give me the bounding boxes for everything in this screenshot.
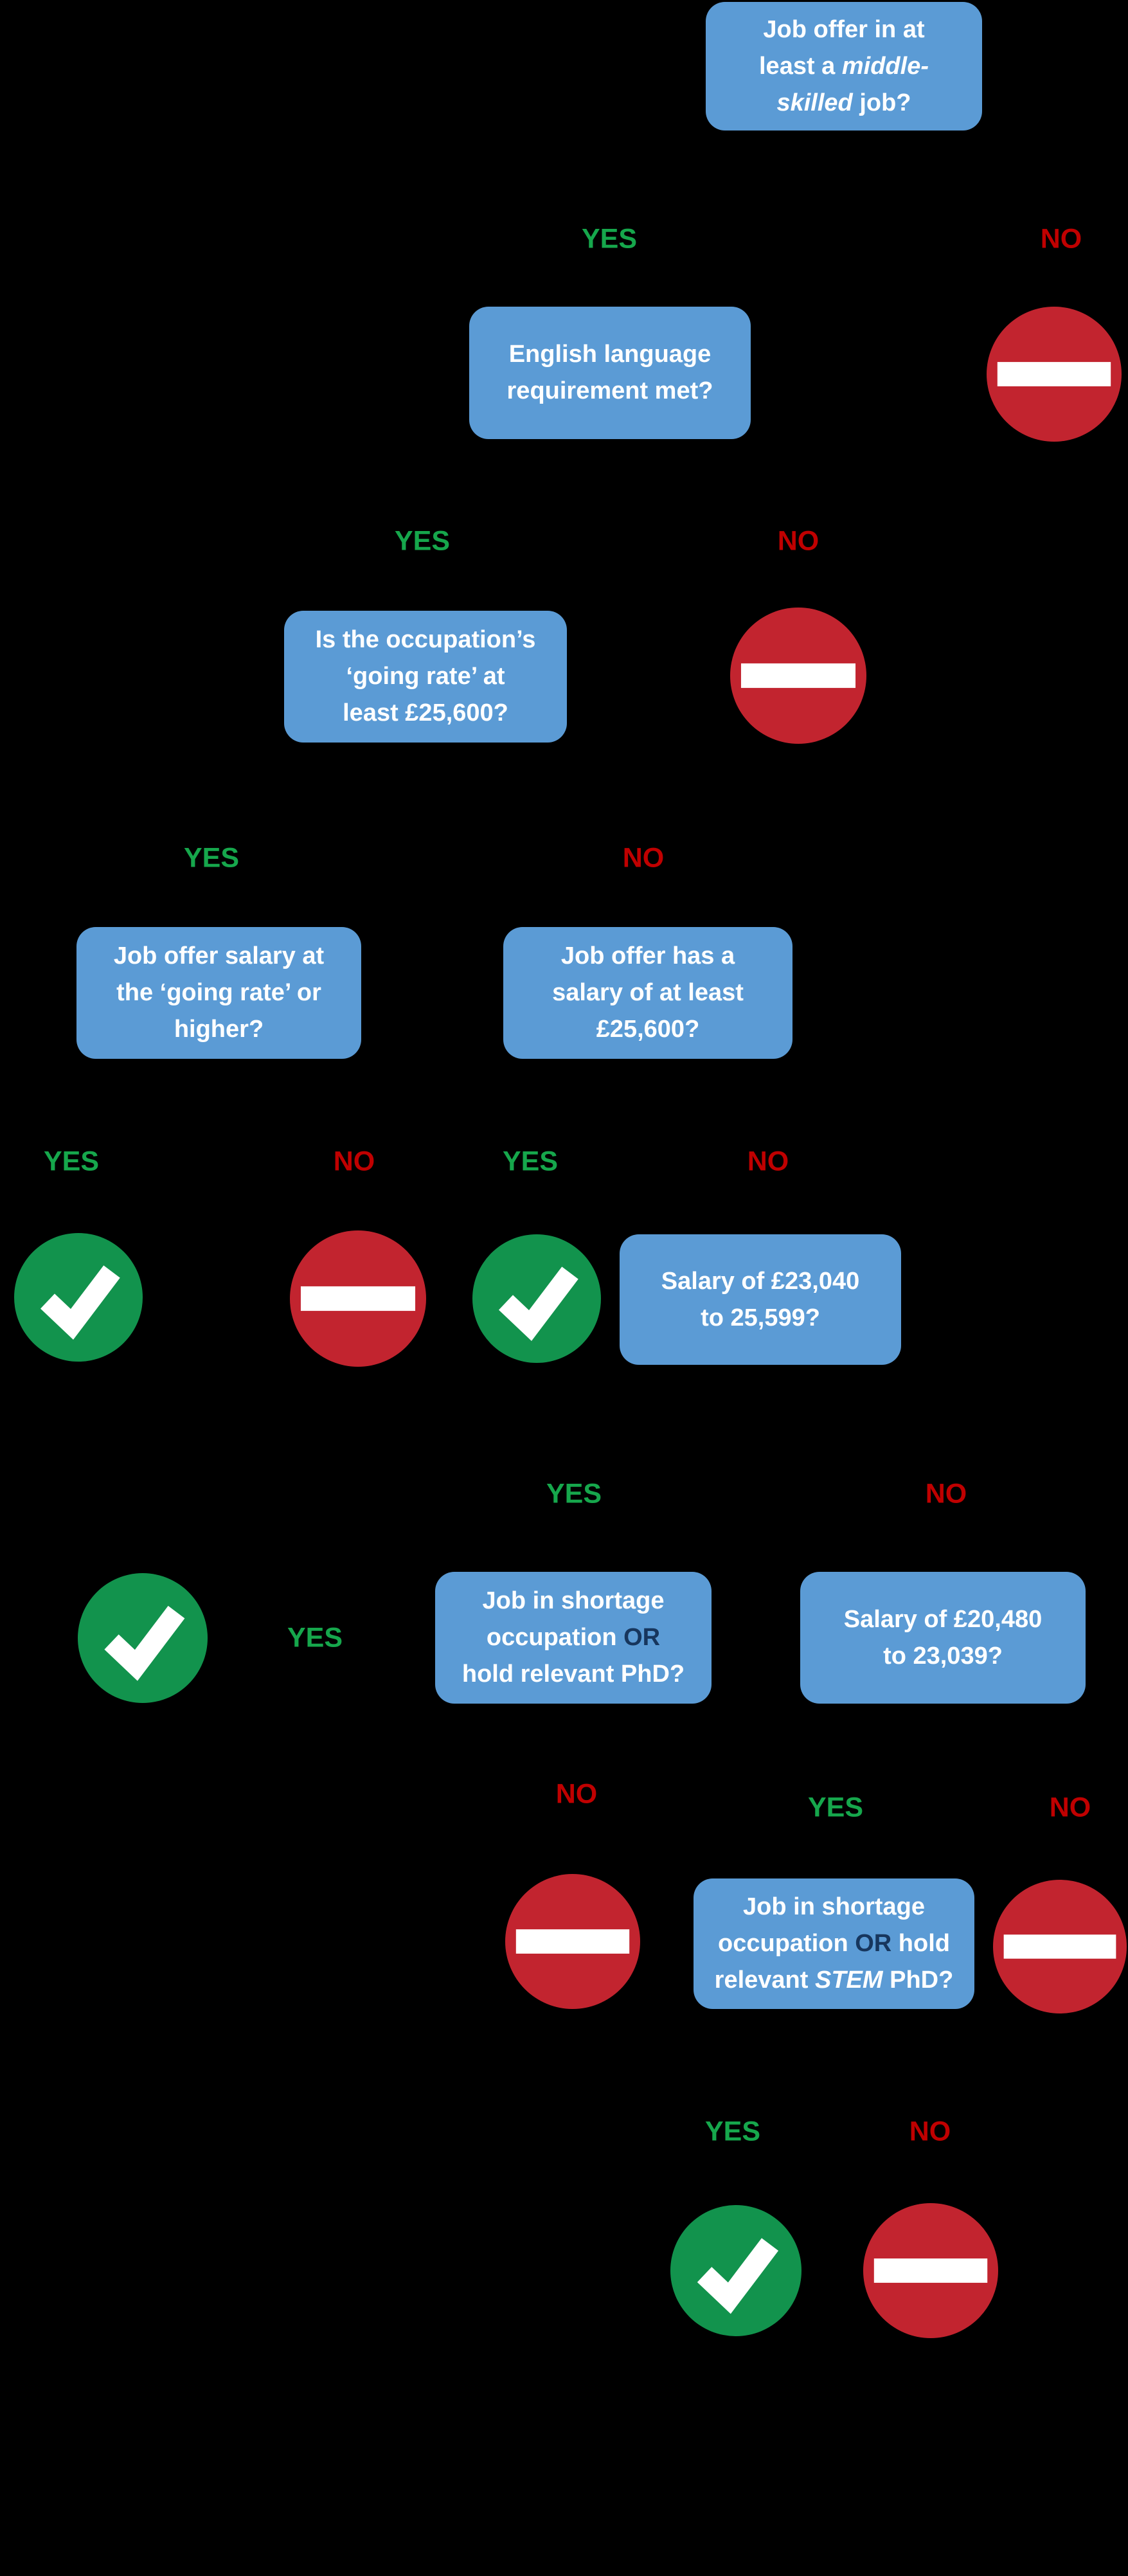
box-text: Salary of £23,040	[661, 1267, 860, 1295]
or-highlight: OR	[855, 1930, 892, 1957]
box-text: occupation OR	[486, 1624, 661, 1651]
no-label-shortage-phd: NO	[555, 1778, 598, 1810]
no-entry-icon	[993, 1880, 1127, 2013]
check-icon	[78, 1573, 208, 1703]
decision-box-salary-at-least-25600: Job offer has a salary of at least £25,6…	[503, 927, 792, 1059]
no-label-english: NO	[777, 525, 819, 557]
box-text: ‘going rate’ at	[346, 663, 505, 690]
decision-box-shortage-or-stem-phd: Job in shortage occupation OR hold relev…	[694, 1878, 974, 2009]
no-entry-icon	[987, 307, 1122, 442]
box-text: hold relevant PhD?	[461, 1661, 685, 1688]
box-text: Job offer salary at	[113, 942, 325, 969]
box-text: occupation OR hold	[718, 1930, 950, 1957]
check-icon	[472, 1234, 601, 1363]
box-text: relevant STEM PhD?	[714, 1967, 954, 1994]
box-text: the ‘going rate’ or	[116, 979, 321, 1006]
box-text: least a middle-	[759, 52, 929, 80]
decision-box-salary-at-going-rate: Job offer salary at the ‘going rate’ or …	[76, 927, 361, 1059]
yes-label-salary-20480: YES	[807, 1792, 864, 1823]
no-label-salary-25600: NO	[747, 1146, 789, 1177]
or-highlight: OR	[623, 1624, 661, 1651]
decision-box-middle-skilled-job: Job offer in at least a middle- skilled …	[706, 2, 982, 131]
box-text: £25,600?	[596, 1016, 700, 1043]
no-label-salary-going-rate: NO	[333, 1146, 375, 1177]
check-icon	[14, 1233, 143, 1362]
box-text: requirement met?	[506, 377, 713, 404]
box-text: Salary of £20,480	[843, 1605, 1043, 1633]
check-icon	[670, 2205, 801, 2336]
box-text: to 25,599?	[701, 1304, 820, 1331]
box-text: Job offer in at	[763, 15, 925, 43]
decision-box-salary-23040-25599: Salary of £23,040 to 25,599?	[620, 1234, 901, 1365]
no-entry-icon	[730, 608, 866, 744]
no-label-middle-skilled: NO	[1040, 223, 1082, 255]
yes-label-middle-skilled: YES	[581, 223, 638, 255]
no-entry-icon	[290, 1230, 426, 1367]
yes-label-salary-23040: YES	[546, 1478, 602, 1509]
no-entry-icon	[863, 2203, 998, 2338]
yes-label-going-rate: YES	[183, 842, 240, 874]
box-text: least £25,600?	[343, 699, 508, 726]
yes-label-english: YES	[394, 525, 451, 557]
yes-label-shortage-phd: YES	[287, 1622, 343, 1653]
decision-box-going-rate-25600: Is the occupation’s ‘going rate’ at leas…	[284, 611, 567, 743]
box-text: to 23,039?	[883, 1642, 1003, 1670]
no-label-going-rate: NO	[622, 842, 665, 874]
no-label-stem-phd: NO	[909, 2116, 951, 2147]
no-label-salary-23040: NO	[925, 1478, 967, 1509]
box-text: higher?	[174, 1016, 264, 1043]
box-text: Job offer has a	[560, 942, 735, 969]
decision-box-english-language: English language requirement met?	[469, 307, 751, 439]
no-entry-icon	[505, 1874, 640, 2009]
box-text: Job in shortage	[743, 1893, 925, 1920]
decision-box-shortage-or-phd: Job in shortage occupation OR hold relev…	[435, 1572, 712, 1704]
yes-label-stem-phd: YES	[704, 2116, 761, 2147]
box-text: Is the occupation’s	[315, 626, 536, 653]
box-text: skilled job?	[776, 89, 911, 116]
decision-box-salary-20480-23039: Salary of £20,480 to 23,039?	[800, 1572, 1086, 1704]
box-text: English language	[508, 341, 712, 368]
box-text: salary of at least	[552, 979, 744, 1006]
box-text: Job in shortage	[482, 1587, 665, 1614]
yes-label-salary-25600: YES	[502, 1146, 559, 1177]
yes-label-salary-going-rate: YES	[43, 1146, 100, 1177]
no-label-salary-20480: NO	[1049, 1792, 1091, 1823]
